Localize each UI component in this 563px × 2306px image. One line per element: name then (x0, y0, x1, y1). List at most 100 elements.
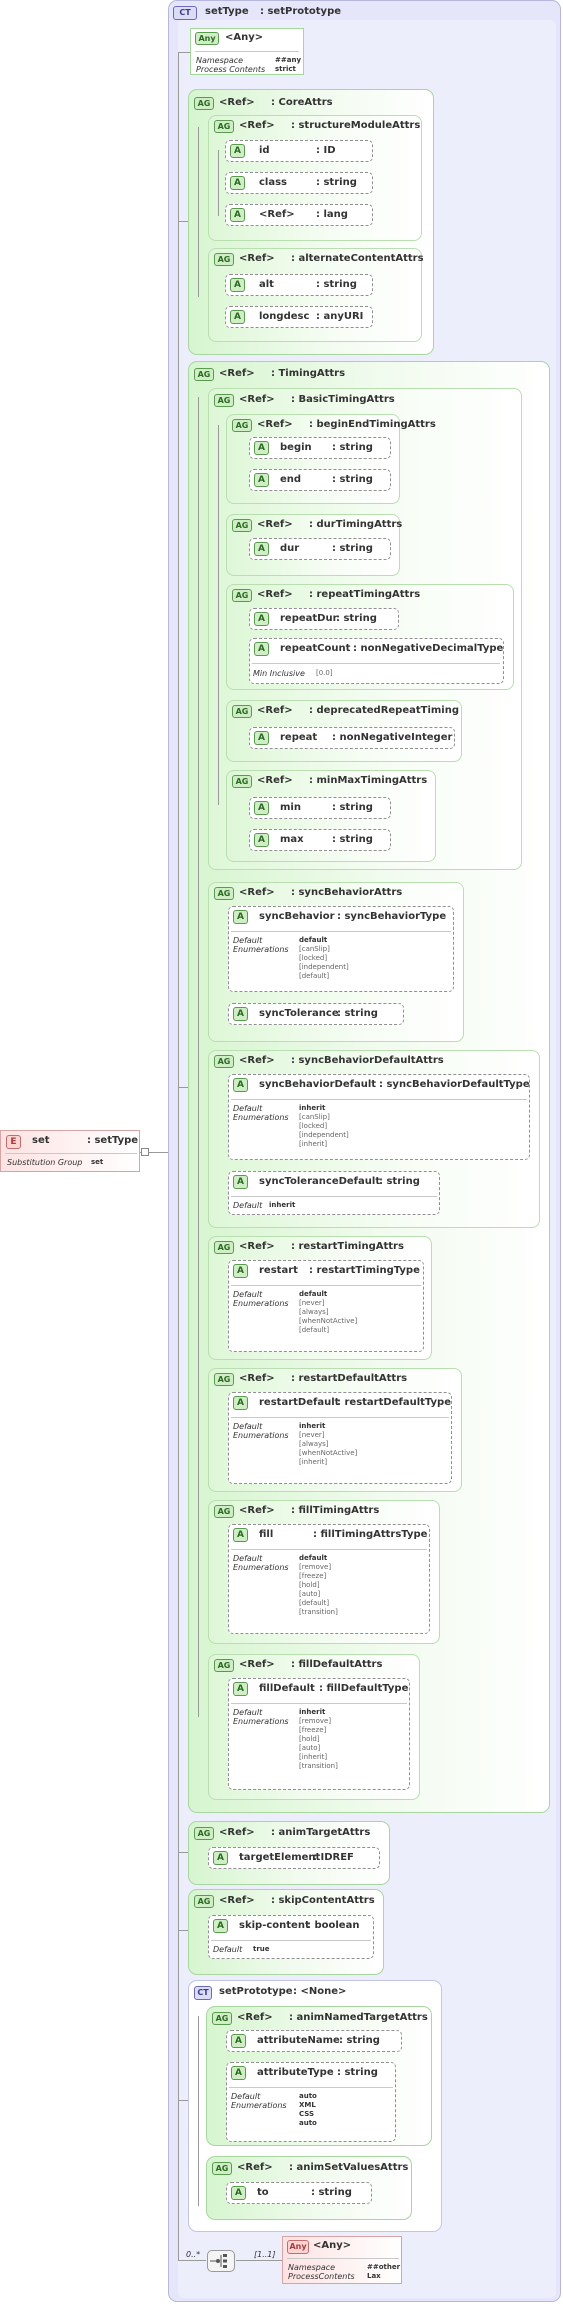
attribute-badge: A (231, 2034, 246, 2048)
tree-line (178, 221, 188, 222)
enum-value: [auto] (299, 1590, 321, 1598)
complex-type-title: setPrototype (219, 1986, 293, 1997)
enum-value: CSS (299, 2110, 315, 2118)
attribute-syncbehavior[interactable]: A syncBehavior : syncBehaviorType Defaul… (228, 906, 454, 992)
enumerations-key: Enumerations (233, 1563, 289, 1572)
enum-value: [remove] (299, 1563, 332, 1571)
attribute-id[interactable]: A id : ID (225, 140, 373, 162)
attr-group-badge: AG (232, 775, 252, 788)
attribute-type: : lang (316, 209, 348, 220)
attribute-dur[interactable]: A dur : string (249, 538, 391, 560)
attribute-restartdefault[interactable]: A restartDefault : restartDefaultType De… (228, 1392, 452, 1484)
enum-value: [transition] (299, 1608, 338, 1616)
any-badge: Any (287, 2240, 309, 2254)
root-element-box[interactable]: E set : setType Substitution Group set (0, 1130, 140, 1172)
attribute-repeatdur[interactable]: A repeatDur : string (249, 608, 399, 630)
separator (231, 1196, 437, 1197)
attribute-fill[interactable]: A fill : fillTimingAttrsType Default def… (228, 1524, 430, 1634)
ref-label: <Ref> (239, 394, 275, 405)
enumerations-key: Enumerations (233, 1113, 289, 1122)
attribute-longdesc[interactable]: A longdesc : anyURI (225, 306, 373, 328)
default-value: auto (299, 2092, 317, 2100)
separator (231, 1549, 427, 1550)
attribute-name: syncToleranceDefault (259, 1176, 381, 1187)
expand-toggle[interactable] (141, 1148, 149, 1156)
attribute-targetelement[interactable]: A targetElement : IDREF (208, 1847, 380, 1869)
attribute-attributetype[interactable]: A attributeType : string Default auto En… (226, 2062, 396, 2142)
tree-line (198, 397, 199, 1717)
ref-label: <Ref> (239, 253, 275, 264)
attribute-syncbehaviordefault[interactable]: A syncBehaviorDefault : syncBehaviorDefa… (228, 1074, 530, 1160)
attribute-repeat[interactable]: A repeat : nonNegativeInteger (249, 727, 455, 749)
sequence-icon (210, 2254, 227, 2268)
complex-type-base: : <None> (293, 1986, 347, 1997)
enum-value: [freeze] (299, 1726, 327, 1734)
ref-label: <Ref> (257, 419, 293, 430)
attribute-name: syncTolerance (259, 1008, 339, 1019)
attribute-attributename[interactable]: A attributeName : string (226, 2030, 402, 2052)
attribute-type: : string (316, 177, 357, 188)
attribute-lang-ref[interactable]: A <Ref> : lang (225, 204, 373, 226)
attribute-badge: A (213, 1851, 228, 1865)
any-wildcard-top[interactable]: Any <Any> Namespace ##any Process Conten… (190, 28, 304, 75)
ref-label: <Ref> (239, 1373, 275, 1384)
attribute-type: : string (316, 279, 357, 290)
complex-type-badge: CT (194, 1986, 212, 2000)
element-badge: E (6, 1135, 21, 1149)
enum-value: [default] (299, 972, 330, 980)
attribute-to[interactable]: A to : string (226, 2182, 372, 2204)
attribute-badge: A (254, 801, 269, 815)
attr-group-badge: AG (214, 120, 234, 133)
attribute-badge: A (254, 731, 269, 745)
default-value: default (299, 1290, 328, 1298)
attribute-badge: A (230, 208, 245, 222)
attribute-name: attributeName (257, 2035, 340, 2046)
complex-type-badge: CT (173, 6, 197, 20)
sequence-compositor[interactable] (207, 2250, 235, 2272)
attribute-badge: A (233, 1396, 248, 1410)
attribute-type: : string (337, 2067, 378, 2078)
attribute-end[interactable]: A end : string (249, 469, 391, 491)
attribute-class[interactable]: A class : string (225, 172, 373, 194)
attribute-type: : fillTimingAttrsType (313, 1529, 428, 1540)
tree-line (198, 2016, 199, 2206)
tree-line (178, 52, 179, 2260)
attribute-badge: A (233, 1264, 248, 1278)
attribute-name: id (259, 145, 270, 156)
attribute-name: end (280, 474, 302, 485)
any-wildcard-bottom[interactable]: Any <Any> Namespace ##other ProcessConte… (282, 2236, 402, 2284)
attribute-max[interactable]: A max : string (249, 829, 391, 851)
attribute-type: : string (332, 834, 373, 845)
attr-group-name: : alternateContentAttrs (291, 253, 424, 264)
attribute-min[interactable]: A min : string (249, 797, 391, 819)
default-value: inherit (299, 1422, 326, 1430)
attribute-badge: A (254, 473, 269, 487)
attr-group-name: : deprecatedRepeatTiming (309, 705, 460, 716)
enumerations-key: Enumerations (231, 2101, 287, 2110)
attribute-synctolerancedefault[interactable]: A syncToleranceDefault : string Default … (228, 1171, 440, 1215)
attr-group-badge: AG (212, 2162, 232, 2175)
attribute-type: : string (332, 543, 373, 554)
attribute-badge: A (230, 176, 245, 190)
attribute-name: dur (280, 543, 300, 554)
attribute-synctolerance[interactable]: A syncTolerance : string (228, 1003, 404, 1025)
attribute-skipcontent[interactable]: A skip-content : boolean Default true (208, 1915, 374, 1959)
default-value: true (253, 1945, 270, 1953)
attribute-filldefault[interactable]: A fillDefault : fillDefaultType Default … (228, 1678, 410, 1790)
attribute-repeatcount[interactable]: A repeatCount : nonNegativeDecimalType M… (249, 638, 504, 684)
attr-group-name: : structureModuleAttrs (291, 120, 421, 131)
attr-group-badge: AG (214, 253, 234, 266)
ref-label: <Ref> (239, 1505, 275, 1516)
attribute-restart[interactable]: A restart : restartTimingType Default de… (228, 1260, 424, 1352)
attribute-name: syncBehaviorDefault (259, 1079, 377, 1090)
attribute-begin[interactable]: A begin : string (249, 437, 391, 459)
ref-label: <Ref> (239, 120, 275, 131)
attribute-alt[interactable]: A alt : string (225, 274, 373, 296)
enum-value: auto (299, 2119, 317, 2127)
attribute-name: repeatDur (280, 613, 338, 624)
occurrence-label: 0..* (186, 2250, 201, 2259)
attribute-type: : IDREF (313, 1852, 354, 1863)
attr-group-badge: AG (214, 1373, 234, 1386)
attribute-badge: A (254, 642, 269, 656)
attribute-badge: A (213, 1919, 228, 1933)
